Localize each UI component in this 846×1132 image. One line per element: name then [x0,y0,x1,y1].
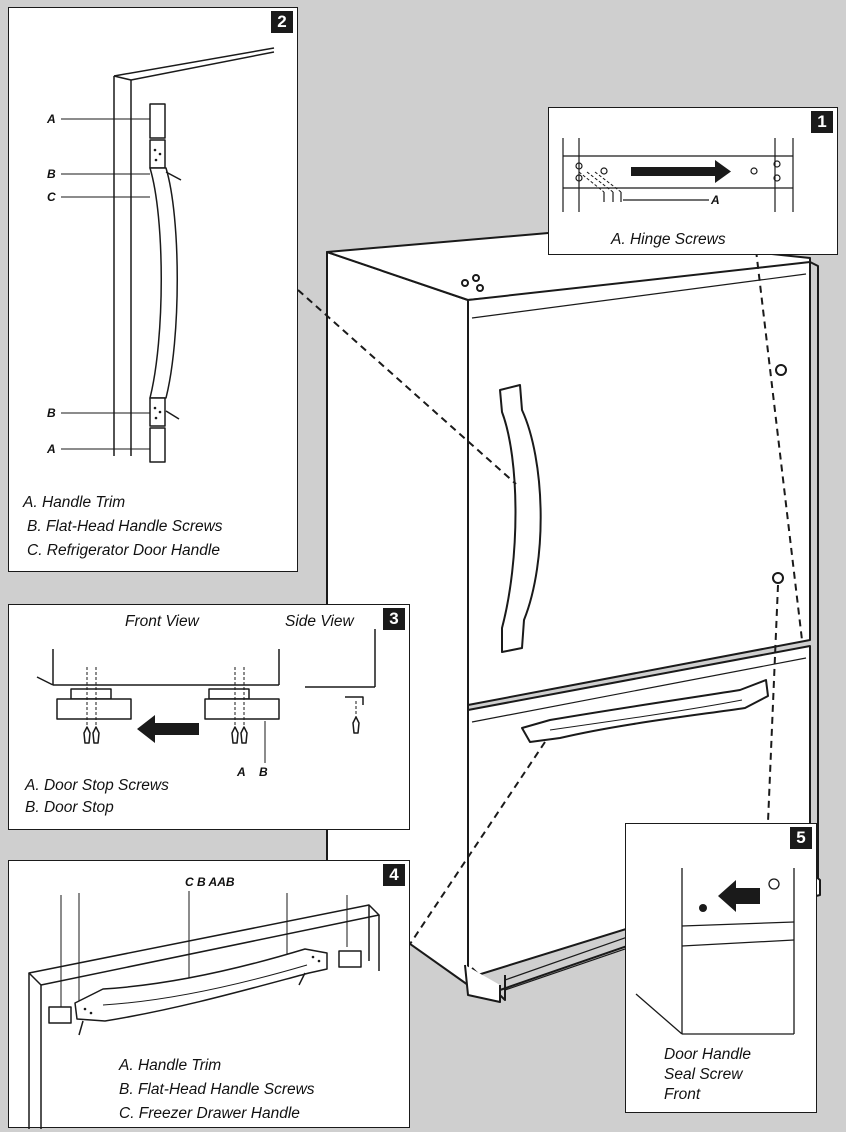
panel-4-badge: 4 [383,864,405,886]
panel-2-badge: 2 [271,11,293,33]
callout-a: A [711,193,720,207]
legend-refrigerator-door-handle: C. Refrigerator Door Handle [27,542,220,559]
door-handle-diagram [61,47,275,463]
side-view-label: Side View [285,613,354,630]
legend-flat-head-screws: B. Flat-Head Handle Screws [27,518,223,535]
legend-freezer-drawer-handle: C. Freezer Drawer Handle [119,1105,300,1122]
legend-seal-screw: Seal Screw [664,1066,743,1083]
callout-b-bottom: B [47,406,56,420]
drawer-handle-diagram [28,891,380,1129]
panel-1-badge: 1 [811,111,833,133]
legend-front: Front [664,1086,701,1103]
callout-a-top: A [47,112,56,126]
legend-handle-trim: A. Handle Trim [119,1057,222,1074]
panel-3-badge: 3 [383,608,405,630]
legend-flat-head-screws: B. Flat-Head Handle Screws [119,1081,315,1098]
callout-b-top: B [47,167,56,181]
seal-screw-diagram [635,868,795,1035]
hinge-diagram [562,138,794,212]
panel-freezer-drawer-handle: 4 C B AAB A. Handle Trim B. Flat-Head Ha… [8,860,410,1129]
legend-door-stop-screws: A. Door Stop Screws [25,777,169,794]
callout-letters: C B AAB [185,875,235,889]
legend-handle-trim: A. Handle Trim [23,494,126,511]
panel-seal-screw: 5 Door Handle Seal Screw Front [625,823,817,1113]
front-view-label: Front View [125,613,199,630]
legend-door-stop: B. Door Stop [25,799,114,816]
legend-door-handle: Door Handle [664,1046,752,1063]
callout-b: B [259,765,268,779]
callout-a: A [237,765,246,779]
panel-fridge-door-handle: 2 A B C B A A. Handle Trim B. Flat-Head … [8,7,298,572]
hinge-screws-caption: A. Hinge Screws [611,231,726,248]
door-stop-diagram [36,629,376,763]
panel-5-badge: 5 [790,827,812,849]
callout-a-bottom: A [47,442,56,456]
panel-hinge-screws: 1 A A. Hinge Screws [548,107,838,255]
callout-c: C [47,190,56,204]
panel-door-stop: 3 Front View Side View A B A. Door Stop … [8,604,410,830]
